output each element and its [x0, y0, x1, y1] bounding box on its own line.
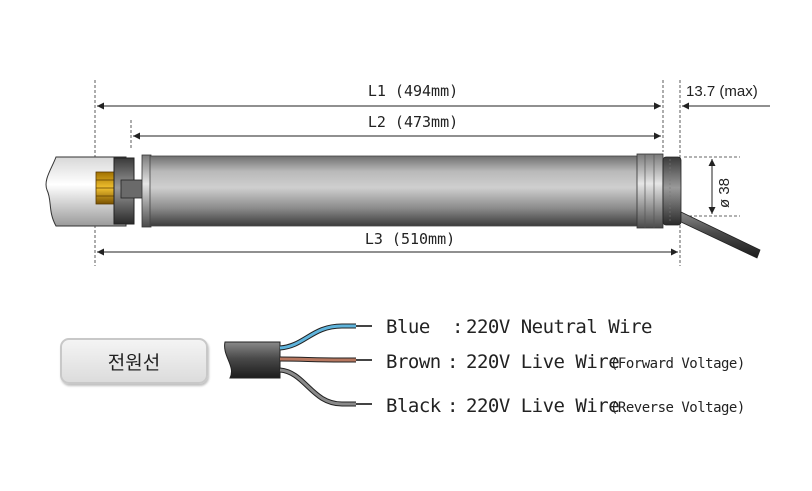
- wire-black-line: [279, 367, 356, 407]
- dimension-l3: L3 (510mm): [97, 230, 678, 256]
- wire-black-note: (Reverse Voltage): [610, 400, 745, 416]
- wire-black-description: 220V Live Wire: [466, 395, 619, 417]
- wire-brown-name: Brown: [386, 351, 441, 373]
- dimension-diameter-label: ø 38: [716, 178, 733, 208]
- wire-legend: Blue : 220V Neutral Wire Brown : 220V Li…: [386, 316, 745, 417]
- wire-black-name: Black: [386, 395, 442, 417]
- power-cable: [224, 323, 372, 407]
- wire-black-separator: :: [447, 395, 458, 417]
- power-cable-badge: 전원선: [60, 338, 208, 384]
- dimension-l1-label: L1 (494mm): [368, 82, 458, 100]
- dimension-max: 13.7 (max): [650, 83, 770, 110]
- wire-blue-name: Blue: [386, 316, 430, 338]
- power-cable-label: 전원선: [107, 351, 161, 374]
- dimension-l3-label: L3 (510mm): [365, 230, 455, 248]
- wire-brown-note: (Forward Voltage): [610, 356, 745, 372]
- dimension-l2-label: L2 (473mm): [368, 113, 458, 131]
- dimension-l1: L1 (494mm): [97, 82, 661, 110]
- wire-brown-description: 220V Live Wire: [466, 351, 619, 373]
- dimension-diameter: ø 38: [708, 159, 733, 214]
- wire-blue-description: 220V Neutral Wire: [466, 316, 652, 338]
- tubular-motor: [45, 153, 761, 259]
- dimension-max-label: 13.7 (max): [686, 83, 758, 100]
- wire-blue-separator: :: [452, 316, 463, 338]
- dimension-l2: L2 (473mm): [133, 113, 661, 140]
- wire-brown-separator: :: [447, 351, 458, 373]
